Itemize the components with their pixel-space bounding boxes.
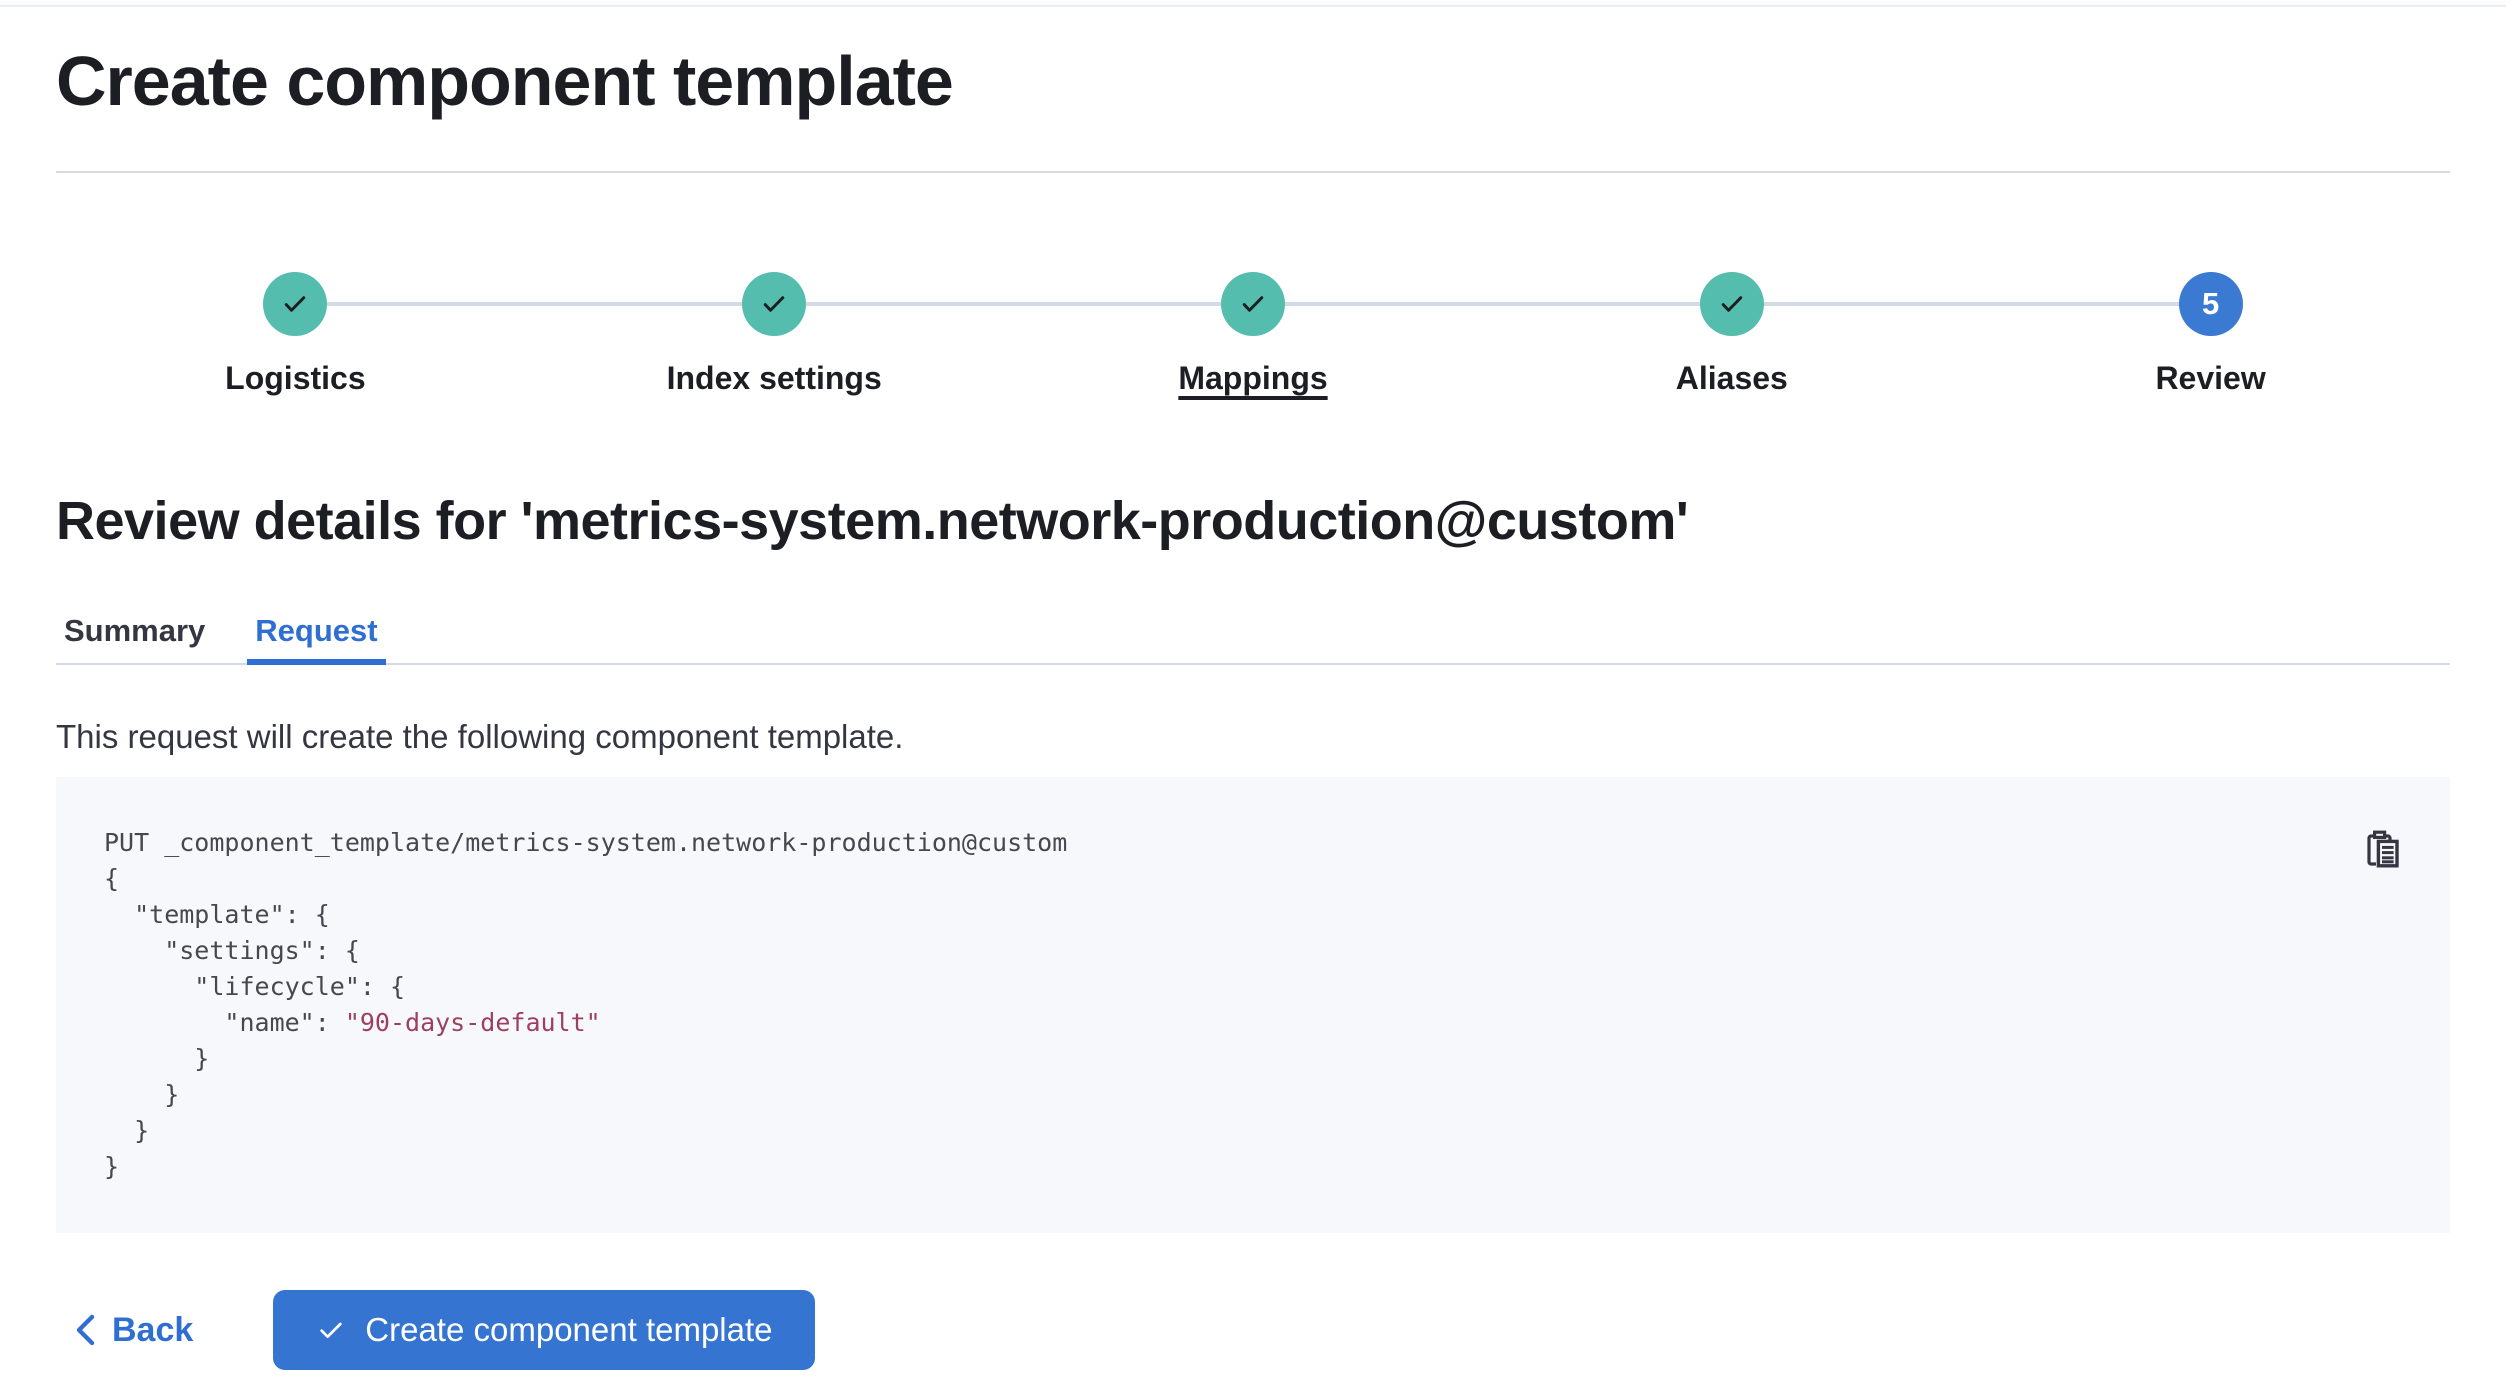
copy-clipboard-icon (2364, 827, 2402, 871)
create-component-template-page: Create component template Logistics Inde… (0, 39, 2506, 1370)
step-label[interactable]: Index settings (666, 360, 882, 396)
step-label[interactable]: Mappings (1178, 360, 1328, 396)
step-complete-circle[interactable] (1699, 272, 1764, 336)
code-string-value: "90-days-default" (344, 1008, 601, 1037)
footer-actions: Back Create component template (56, 1290, 2450, 1370)
code-line: "name": "90-days-default" (104, 1005, 2402, 1041)
review-details-heading: Review details for 'metrics-system.netwo… (56, 491, 1689, 551)
check-icon (315, 1314, 347, 1346)
step-complete-circle[interactable] (263, 272, 328, 336)
title-divider (56, 171, 2450, 173)
step-index-settings[interactable]: Index settings (535, 272, 1014, 398)
code-line: } (104, 1044, 210, 1073)
request-description: This request will create the following c… (56, 718, 904, 755)
back-button[interactable]: Back (56, 1311, 205, 1350)
code-line: "lifecycle": { (104, 972, 406, 1001)
back-button-label: Back (112, 1310, 194, 1349)
code-line: } (104, 1116, 150, 1145)
window-top-edge (0, 0, 2506, 7)
create-component-template-button[interactable]: Create component template (273, 1290, 815, 1370)
check-icon (759, 289, 789, 319)
step-current-circle[interactable]: 5 (2178, 272, 2243, 336)
page-title: Create component template (56, 42, 954, 120)
step-mappings[interactable]: Mappings (1014, 272, 1493, 398)
request-code-block: PUT _component_template/metrics-system.n… (56, 777, 2450, 1233)
step-review[interactable]: 5 Review (1971, 272, 2450, 398)
step-logistics[interactable]: Logistics (56, 272, 535, 398)
code-line: PUT _component_template/metrics-system.n… (104, 828, 1068, 857)
code-line: } (104, 1152, 120, 1181)
wizard-stepper: Logistics Index settings Mappings (56, 272, 2450, 398)
tab-request[interactable]: Request (247, 611, 386, 665)
check-icon (1238, 289, 1268, 319)
step-complete-circle[interactable] (742, 272, 807, 336)
review-tabs: Summary Request (56, 611, 2450, 665)
step-label[interactable]: Aliases (1675, 360, 1788, 396)
step-label[interactable]: Logistics (225, 360, 366, 396)
tab-summary[interactable]: Summary (56, 611, 213, 663)
code-line: } (104, 1080, 180, 1109)
copy-to-clipboard-button[interactable] (2358, 827, 2402, 871)
check-icon (1717, 289, 1747, 319)
step-number: 5 (2201, 286, 2220, 321)
step-complete-circle[interactable] (1220, 272, 1285, 336)
check-icon (280, 289, 310, 319)
code-key: "name": (104, 1008, 345, 1037)
chevron-left-icon (72, 1313, 98, 1347)
step-aliases[interactable]: Aliases (1492, 272, 1971, 398)
step-label[interactable]: Review (2155, 360, 2266, 396)
code-line: { (104, 864, 120, 893)
create-button-label: Create component template (365, 1311, 773, 1348)
code-line: "template": { (104, 900, 330, 929)
code-line: "settings": { (104, 936, 360, 965)
